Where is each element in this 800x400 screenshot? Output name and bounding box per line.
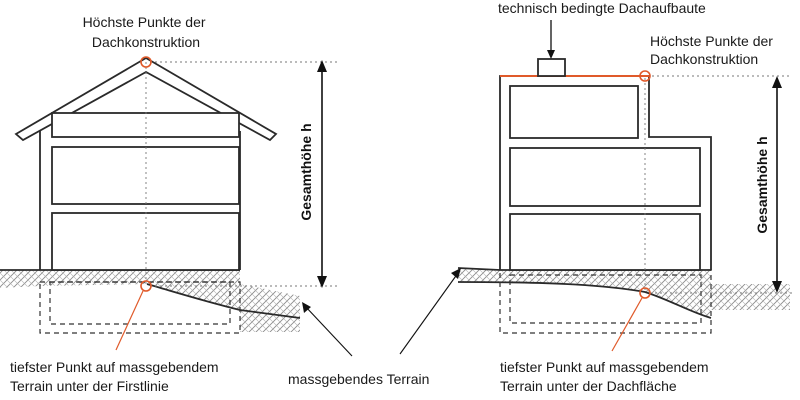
left-floor-2 [51,146,240,205]
left-lowest-point-leader [115,290,144,351]
left-basement-inner [49,281,231,325]
right-floor-2 [509,147,701,207]
right-floor-1 [509,213,701,271]
left-building: Gesamthöhe h Höchste Punkte der Dachkons… [0,14,340,394]
terrain-leader-right [399,272,459,355]
left-top-label: Höchste Punkte der Dachkonstruktion [83,14,210,50]
right-bottom-label: tiefster Punkt auf massgebendem Terrain … [500,359,712,394]
left-floor-attic [51,112,240,138]
right-building-walls [499,75,712,270]
right-basement-outline [499,269,712,334]
right-building: Gesamthöhe h technisch bedingte Dachaufb… [457,0,792,394]
right-lowest-point-marker [639,287,651,299]
left-highest-point-marker [140,56,152,68]
terrain-leader-left [304,305,353,357]
left-roof [14,56,278,142]
right-top-label: Höchste Punkte der Dachkonstruktion [650,33,777,67]
right-highest-point-marker [639,70,651,82]
left-bottom-label: tiefster Punkt auf massgebendem Terrain … [10,359,222,394]
right-basement-inner [509,274,702,324]
left-building-walls [39,131,241,270]
left-height-label: Gesamthöhe h [298,123,314,220]
left-lowest-point-marker [140,280,152,292]
right-floor-top [509,85,639,139]
right-rooftop-structure [537,58,566,77]
right-height-label: Gesamthöhe h [754,136,770,233]
right-rooftop-arrow [547,20,555,59]
right-tech-label: technisch bedingte Dachaufbaute [498,0,706,16]
left-height-dimension [317,60,327,288]
left-terrain [0,270,300,332]
right-height-dimension [772,76,782,293]
left-floor-1 [51,212,240,271]
right-terrain [458,268,790,318]
terrain-label: massgebendes Terrain [288,371,429,387]
right-lowest-point-leader [611,297,643,352]
terrain-annotation: massgebendes Terrain [288,268,461,387]
